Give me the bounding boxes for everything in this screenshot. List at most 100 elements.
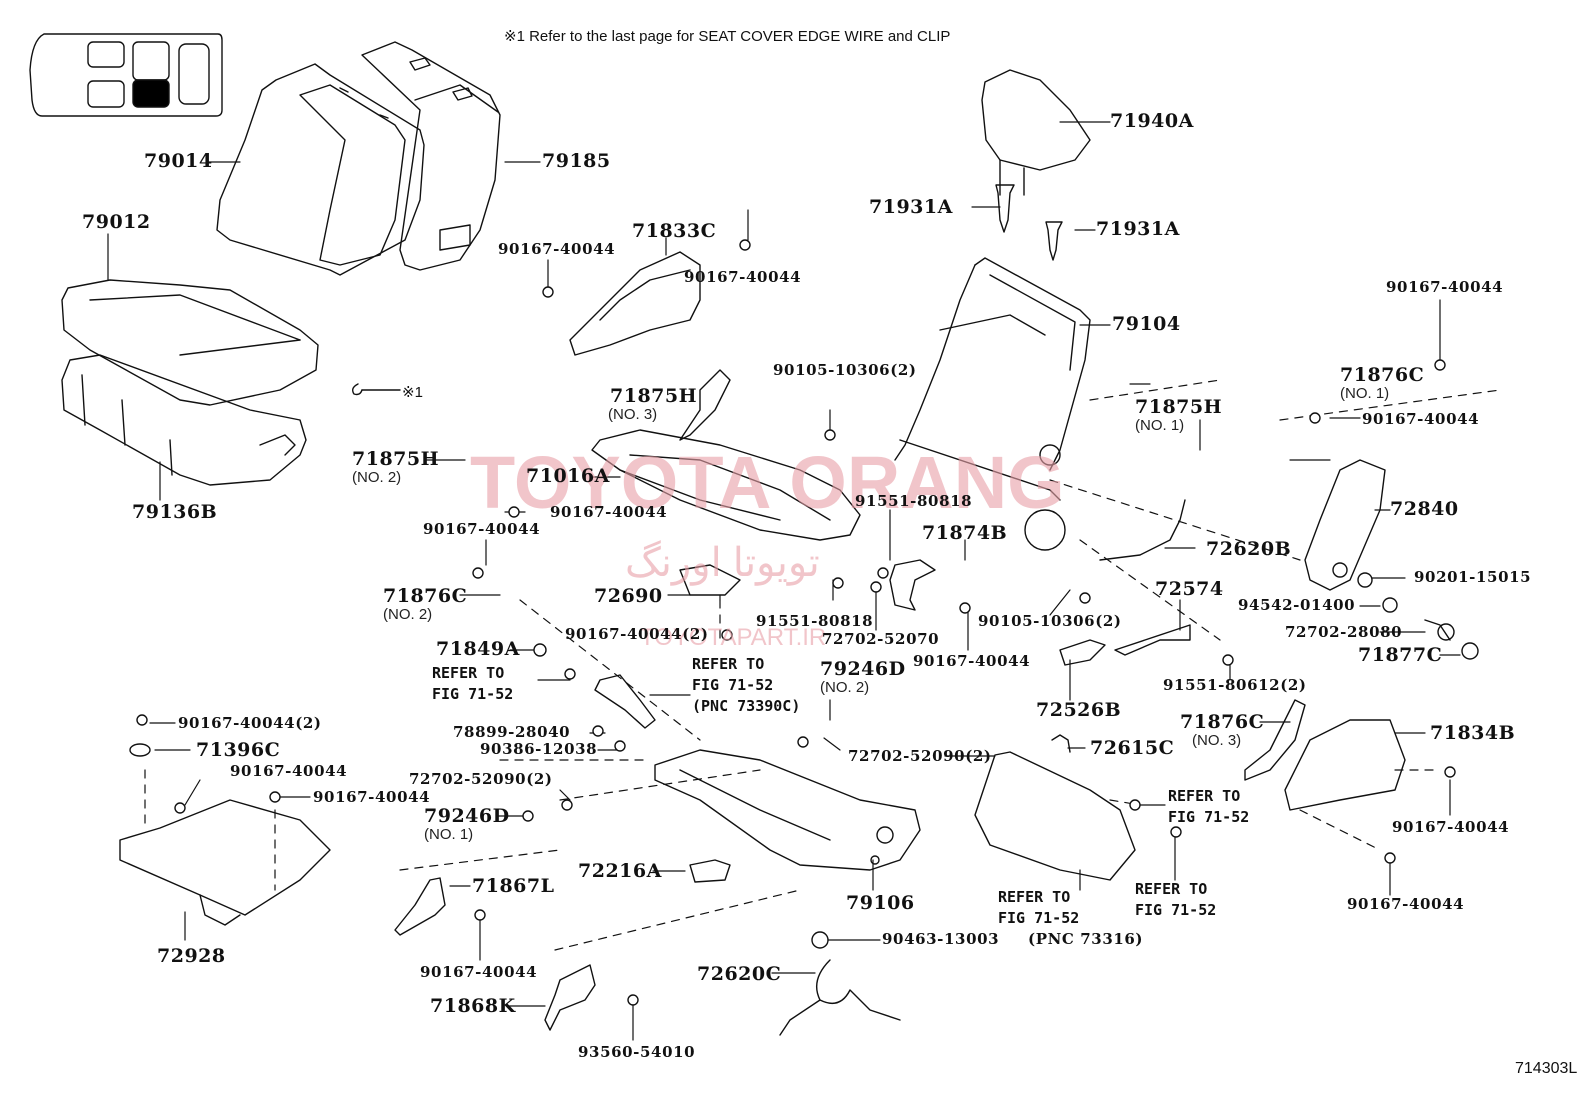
part-label[interactable]: 72702-52070 xyxy=(822,630,940,648)
part-label[interactable]: 71876C xyxy=(1340,364,1425,386)
part-label[interactable]: 71396C xyxy=(196,739,281,761)
part-label[interactable]: 71875H xyxy=(1135,396,1223,418)
reference-note[interactable]: REFER TO FIG 71-52 xyxy=(432,664,514,703)
part-label[interactable]: 79014 xyxy=(144,150,213,172)
part-label[interactable]: 90105-10306(2) xyxy=(978,612,1122,630)
part-label[interactable]: 71875H xyxy=(352,448,440,470)
part-label[interactable]: 90167-40044 xyxy=(498,240,616,258)
reference-note[interactable]: REFER TO FIG 71-52 xyxy=(1168,787,1250,826)
headrest-guide-71931a xyxy=(995,184,1063,261)
part-label[interactable]: 72702-52090(2) xyxy=(409,770,553,788)
part-label[interactable]: 71940A xyxy=(1110,110,1194,132)
seat-frame-79106 xyxy=(654,749,921,871)
part-label[interactable]: 79185 xyxy=(542,150,611,172)
part-label[interactable]: 90167-40044 xyxy=(684,268,802,286)
part-label[interactable]: 91551-80612(2) xyxy=(1163,676,1307,694)
part-label[interactable]: 71931A xyxy=(1096,218,1180,240)
part-label[interactable]: 93560-54010 xyxy=(578,1043,696,1061)
part-sublabel: (NO. 3) xyxy=(608,406,658,423)
part-label[interactable]: 90201-15015 xyxy=(1414,568,1532,586)
cover-71874b xyxy=(889,559,936,611)
part-label[interactable]: 79246D xyxy=(424,805,510,827)
part-label[interactable]: 72620C xyxy=(697,963,782,985)
part-label[interactable]: 90167-40044 xyxy=(230,762,348,780)
seatback-cover-79014 xyxy=(216,63,425,276)
part-label[interactable]: 71875H xyxy=(610,385,698,407)
part-label[interactable]: 90167-40044 xyxy=(1347,895,1465,913)
locator-icon xyxy=(29,33,223,117)
part-label[interactable]: 71833C xyxy=(632,220,717,242)
seatbelt-buckle-icon xyxy=(594,674,656,729)
part-label[interactable]: 79106 xyxy=(846,892,915,914)
part-label[interactable]: 72216A xyxy=(578,860,662,882)
part-label[interactable]: 72702-52090(2) xyxy=(848,747,992,765)
side-cover-71834b xyxy=(1284,719,1406,811)
callout-mark: ※1 xyxy=(402,384,423,401)
seat-cushion-79136b xyxy=(61,354,307,486)
part-label[interactable]: 71874B xyxy=(922,522,1008,544)
part-label[interactable]: 79136B xyxy=(132,501,218,523)
part-sublabel: (NO. 2) xyxy=(383,606,433,623)
part-label[interactable]: 91551-80818 xyxy=(756,612,874,630)
seatback-frame-79104 xyxy=(894,257,1091,551)
part-label[interactable]: 72702-28080 xyxy=(1285,623,1403,641)
part-label[interactable]: 90167-40044 xyxy=(913,652,1031,670)
part-label[interactable]: 90167-40044 xyxy=(1386,278,1504,296)
part-label[interactable]: 91551-80818 xyxy=(855,492,973,510)
part-label[interactable]: 71876C xyxy=(1180,711,1265,733)
reference-note[interactable]: REFER TO FIG 71-52 xyxy=(998,888,1080,927)
part-label[interactable]: 72574 xyxy=(1155,578,1224,600)
part-label[interactable]: 71016A xyxy=(526,465,610,487)
part-label[interactable]: 90386-12038 xyxy=(480,740,598,758)
part-label[interactable]: 90167-40044 xyxy=(420,963,538,981)
part-label[interactable]: 90167-40044 xyxy=(550,503,668,521)
part-label[interactable]: 72615C xyxy=(1090,737,1175,759)
part-label[interactable]: 78899-28040 xyxy=(453,723,571,741)
part-label[interactable]: 71931A xyxy=(869,196,953,218)
tray-72928 xyxy=(119,799,331,926)
seatback-cover-79185 xyxy=(361,41,501,271)
part-label[interactable]: 90167-40044 xyxy=(1362,410,1480,428)
part-label[interactable]: 90167-40044 xyxy=(423,520,541,538)
leader-lines xyxy=(107,121,1461,1041)
part-label[interactable]: 71876C xyxy=(383,585,468,607)
part-label[interactable]: 72840 xyxy=(1390,498,1459,520)
seat-cushion-79012 xyxy=(61,279,319,406)
part-label[interactable]: 79104 xyxy=(1112,313,1181,335)
part-label[interactable]: 72526B xyxy=(1036,699,1122,721)
part-label[interactable]: 90167-40044 xyxy=(1392,818,1510,836)
part-label[interactable]: 90167-40044(2) xyxy=(565,625,709,643)
cap-72216a xyxy=(689,859,731,883)
part-label[interactable]: 72928 xyxy=(157,945,226,967)
part-71875h-no3 xyxy=(679,369,731,441)
header-note: ※1 Refer to the last page for SEAT COVER… xyxy=(504,28,951,45)
part-label[interactable]: 72690 xyxy=(594,585,663,607)
part-sublabel: (NO. 3) xyxy=(1192,732,1242,749)
part-label[interactable]: 71868K xyxy=(430,995,516,1017)
part-label[interactable]: 90167-40044 xyxy=(313,788,431,806)
part-label[interactable]: 94542-01400 xyxy=(1238,596,1356,614)
pnc-reference: (PNC 73316) xyxy=(1028,930,1144,948)
part-label[interactable]: 72620B xyxy=(1206,538,1292,560)
edge-clip-icon xyxy=(351,383,363,396)
locator-highlight xyxy=(132,79,170,108)
part-label[interactable]: 71834B xyxy=(1430,722,1516,744)
part-label[interactable]: 90167-40044(2) xyxy=(178,714,322,732)
part-sublabel: (NO. 1) xyxy=(424,826,474,843)
reference-note[interactable]: REFER TO FIG 71-52 xyxy=(1135,880,1217,919)
part-label[interactable]: 71867L xyxy=(472,875,555,897)
reference-note[interactable]: REFER TO FIG 71-52 (PNC 73390C) xyxy=(692,655,801,715)
part-label[interactable]: 90463-13003 xyxy=(882,930,1000,948)
frame-71016a xyxy=(591,429,861,541)
part-label[interactable]: 71849A xyxy=(436,638,520,660)
cable-72620b xyxy=(1099,499,1186,561)
lever-72574 xyxy=(1114,624,1191,656)
washer-icon xyxy=(1382,597,1398,613)
part-label[interactable]: 79012 xyxy=(82,211,151,233)
knob-72526b xyxy=(1059,639,1106,666)
part-label[interactable]: 90105-10306(2) xyxy=(773,361,917,379)
part-label[interactable]: 71877C xyxy=(1358,644,1443,666)
part-label[interactable]: 79246D xyxy=(820,658,906,680)
figure-number: 714303L xyxy=(1515,1060,1578,1077)
